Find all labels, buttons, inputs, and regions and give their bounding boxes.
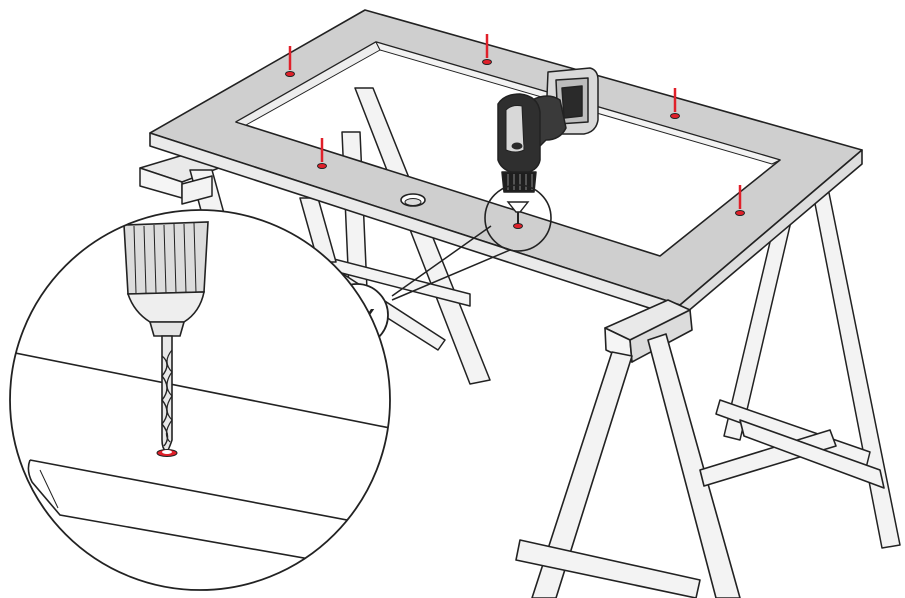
hole-marker-icon — [482, 34, 492, 65]
hole-markers — [285, 34, 745, 216]
magnifier-circle — [9, 209, 391, 591]
hole-marker-icon — [317, 138, 327, 169]
drill-icon — [497, 67, 599, 193]
sawhorse-front-right — [515, 299, 885, 598]
drill-bit-icon — [123, 221, 209, 457]
hole-marker-icon — [670, 88, 680, 119]
hole-marker-icon — [735, 185, 745, 216]
hole-marker-icon — [285, 46, 295, 77]
drill-point-callout — [484, 184, 552, 252]
